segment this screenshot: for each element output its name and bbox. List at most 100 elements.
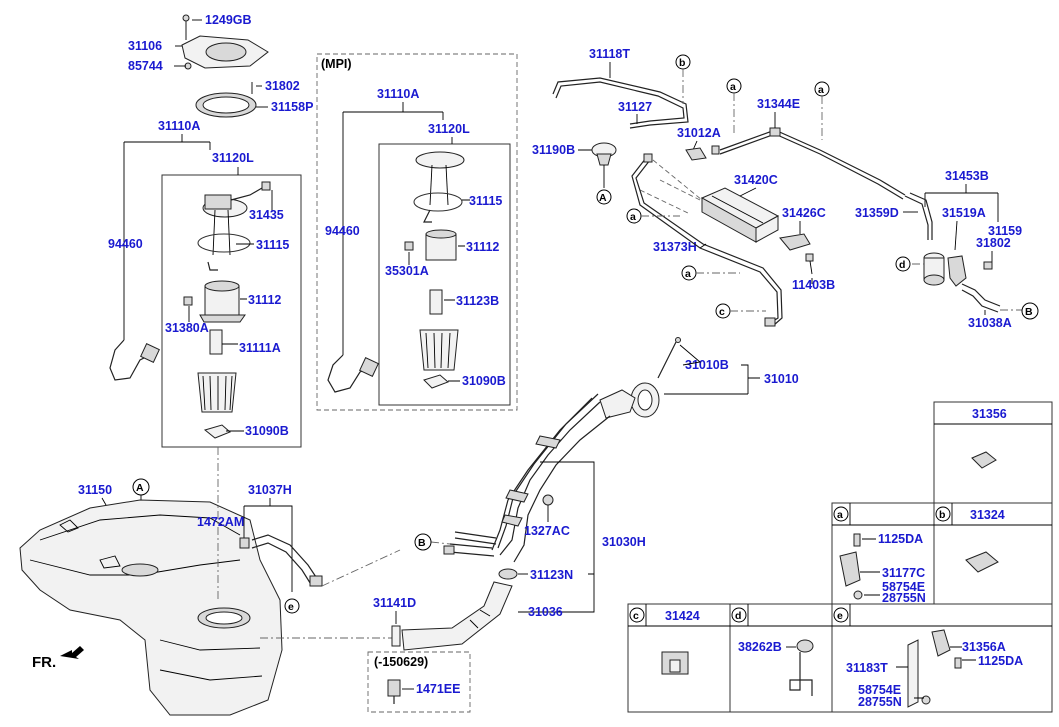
svg-text:e: e (837, 610, 843, 622)
svg-text:A: A (599, 192, 607, 204)
table-ref-e: e (833, 607, 849, 623)
part-31090B-mpi[interactable]: 31090B (462, 374, 506, 388)
mpi-label: (MPI) (321, 57, 352, 71)
part-31010[interactable]: 31010 (764, 372, 799, 386)
part-94460-mpi[interactable]: 94460 (325, 224, 360, 238)
hose-31038A (961, 283, 1001, 313)
part-31010B[interactable]: 31010B (685, 358, 729, 372)
part-31030H[interactable]: 31030H (602, 535, 646, 549)
part-1472AM[interactable]: 1472AM (197, 515, 244, 529)
table-part-28755N-e[interactable]: 28755N (858, 695, 902, 709)
part-31110A-mpi[interactable]: 31110A (377, 87, 419, 101)
part-31158P[interactable]: 31158P (271, 100, 313, 114)
svg-text:A: A (136, 482, 144, 494)
table-part-31424[interactable]: 31424 (665, 609, 700, 623)
part-31090B-left[interactable]: 31090B (245, 424, 289, 438)
part-31150[interactable]: 31150 (78, 483, 112, 497)
canister-31420C (700, 187, 780, 243)
part-31115-mpi[interactable]: 31115 (469, 194, 502, 208)
part-31118T[interactable]: 31118T (589, 47, 630, 61)
fuel-tank-31150 (19, 499, 283, 716)
table-part-31177C[interactable]: 31177C (882, 566, 925, 580)
bracket-31177C (839, 533, 863, 600)
clamp-31123N (498, 568, 518, 580)
reference-table (627, 401, 1053, 713)
table-part-31356[interactable]: 31356 (972, 407, 1007, 421)
part-31159[interactable]: 31159 (988, 224, 1022, 238)
front-direction-label: FR. (32, 654, 56, 671)
part-31380A[interactable]: 31380A (165, 321, 209, 335)
part-31373H[interactable]: 31373H (653, 240, 697, 254)
vapor-tube-31344E (719, 127, 906, 200)
part-31802-right[interactable]: 31802 (976, 236, 1011, 250)
filter-31453B (923, 252, 993, 287)
part-31435[interactable]: 31435 (249, 208, 284, 222)
part-35301A[interactable]: 35301A (385, 264, 429, 278)
table-ref-d: d (731, 607, 747, 623)
svg-text:a: a (818, 84, 824, 96)
part-31123N[interactable]: 31123N (530, 568, 573, 582)
part-1471EE[interactable]: 1471EE (416, 682, 460, 696)
ref-circle-b-top: b (675, 54, 691, 70)
clip-31324 (965, 551, 999, 573)
part-31359D[interactable]: 31359D (855, 206, 899, 220)
ref-circle-a-4: a (681, 265, 697, 281)
table-part-58754E-e[interactable]: 58754E (858, 683, 901, 697)
table-part-38262B[interactable]: 38262B (738, 640, 782, 654)
hose-31037H (239, 534, 323, 587)
part-31344E[interactable]: 31344E (757, 97, 800, 111)
part-31141D[interactable]: 31141D (373, 596, 416, 610)
part-31123B[interactable]: 31123B (456, 294, 499, 308)
part-31190B[interactable]: 31190B (532, 143, 575, 157)
ref-circle-d: d (895, 256, 911, 272)
part-11403B[interactable]: 11403B (792, 278, 835, 292)
svg-text:a: a (837, 509, 843, 521)
part-31519A[interactable]: 31519A (942, 206, 986, 220)
table-part-31356A[interactable]: 31356A (962, 640, 1006, 654)
part-1327AC[interactable]: 1327AC (524, 524, 570, 538)
part-31110A-left[interactable]: 31110A (158, 119, 200, 133)
part-31112-mpi[interactable]: 31112 (466, 240, 499, 254)
table-part-58754E-a[interactable]: 58754E (882, 580, 925, 594)
vapor-tube-31118T (552, 77, 689, 129)
valve-31190B (591, 142, 617, 166)
table-part-1125DA-e[interactable]: 1125DA (978, 654, 1023, 668)
bracket-31183T (907, 629, 962, 708)
oring-left (197, 233, 251, 253)
part-31036[interactable]: 31036 (528, 605, 563, 619)
ref-circle-a-1: a (726, 78, 742, 94)
filler-pipe-assembly (443, 389, 636, 563)
part-31012A[interactable]: 31012A (677, 126, 721, 140)
part-31106[interactable]: 31106 (128, 39, 162, 53)
part-31426C[interactable]: 31426C (782, 206, 826, 220)
table-part-31183T[interactable]: 31183T (846, 661, 888, 675)
part-85744[interactable]: 85744 (128, 59, 163, 73)
part-94460-left[interactable]: 94460 (108, 237, 143, 251)
part-31453B[interactable]: 31453B (945, 169, 989, 183)
part-31038A[interactable]: 31038A (968, 316, 1012, 330)
ref-circle-A-canister: A (596, 189, 612, 205)
part-31112-left[interactable]: 31112 (248, 293, 281, 307)
part-31127[interactable]: 31127 (618, 100, 652, 114)
part-31420C[interactable]: 31420C (734, 173, 778, 187)
wiring-harness-mpi (327, 354, 379, 393)
table-part-31324[interactable]: 31324 (970, 508, 1005, 522)
part-1249GB[interactable]: 1249GB (205, 13, 252, 27)
svg-text:B: B (418, 537, 426, 549)
part-31037H[interactable]: 31037H (248, 483, 292, 497)
hose-31036 (401, 581, 513, 651)
table-part-28755N-a[interactable]: 28755N (882, 591, 926, 605)
hose-31359D (904, 192, 933, 240)
part-31111A[interactable]: 31111A (239, 341, 281, 355)
connector-31012A (685, 145, 720, 161)
front-arrow-icon (60, 646, 84, 659)
part-31115-left[interactable]: 31115 (256, 238, 289, 252)
bracket-31426C (779, 233, 811, 251)
part-31120L-mpi[interactable]: 31120L (428, 122, 470, 136)
ref-circle-a-3: a (626, 208, 642, 224)
part-31802[interactable]: 31802 (265, 79, 300, 93)
part-31120L-left[interactable]: 31120L (212, 151, 254, 165)
table-part-1125DA-a[interactable]: 1125DA (878, 532, 923, 546)
valve-31141D (391, 625, 401, 647)
variant-box-150629 (367, 651, 471, 713)
